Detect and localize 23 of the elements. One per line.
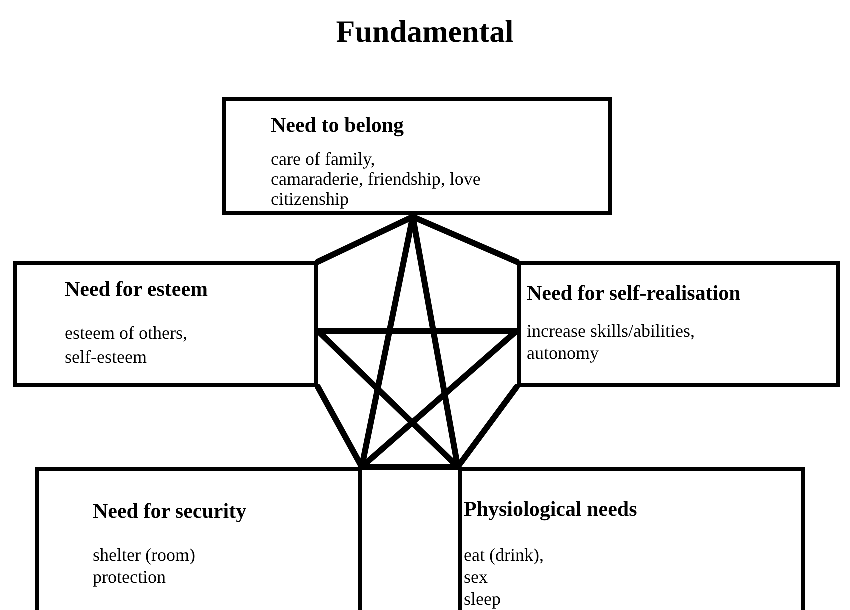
box-text: protection — [93, 567, 166, 588]
box-text: sex — [464, 567, 488, 588]
box-text: esteem of others, — [65, 323, 188, 344]
title: Fundamental — [336, 14, 514, 49]
need-box — [222, 97, 612, 215]
need-box — [458, 467, 805, 610]
box-text: camaraderie, friendship, love — [271, 169, 481, 190]
box-heading: Need to belong — [271, 113, 404, 138]
box-text: eat (drink), — [464, 545, 544, 566]
need-box — [517, 261, 840, 387]
box-text: care of family, — [271, 149, 376, 170]
box-text: autonomy — [527, 343, 599, 364]
box-heading: Need for self-realisation — [527, 281, 741, 306]
box-heading: Need for security — [93, 499, 247, 524]
box-text: increase skills/abilities, — [527, 321, 695, 342]
box-text: shelter (room) — [93, 545, 196, 566]
box-text: sleep — [464, 589, 501, 610]
need-box — [13, 261, 318, 387]
box-text: citizenship — [271, 189, 349, 210]
need-box — [35, 467, 362, 610]
box-heading: Physiological needs — [464, 497, 638, 522]
box-heading: Need for esteem — [65, 277, 208, 302]
box-text: self-esteem — [65, 347, 147, 368]
